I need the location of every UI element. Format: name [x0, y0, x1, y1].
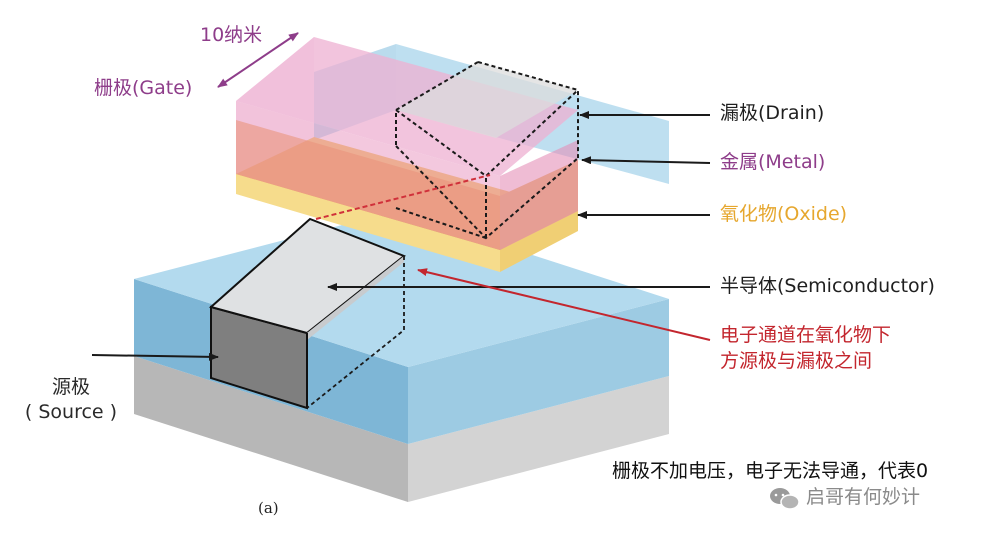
metal-leader [581, 156, 711, 165]
watermark-text: 启哥有何妙计 [806, 486, 921, 508]
source-hidden-edges [306, 256, 405, 409]
gate-length-label: 10纳米 [200, 24, 263, 46]
gate-length-arrow [217, 32, 299, 88]
gate-block [236, 37, 578, 250]
wechat-icon [770, 488, 800, 510]
source-label-line1: 源极 [51, 376, 90, 398]
drain-block [395, 61, 579, 240]
source-leader [91, 352, 219, 361]
channel-leader [417, 268, 711, 341]
drain-label: 漏极(Drain) [720, 102, 825, 124]
figure-caption: (a) [258, 499, 279, 517]
semiconductor-label: 半导体(Semiconductor) [720, 275, 935, 297]
channel-dashed-line [315, 174, 491, 220]
gate-label: 栅极(Gate) [94, 77, 193, 99]
oxide-label: 氧化物(Oxide) [720, 203, 848, 225]
channel-label-line2: 方源极与漏极之间 [720, 350, 873, 372]
channel-label-line1: 电子通道在氧化物下 [720, 324, 892, 346]
logic-zero-note: 栅极不加电压，电子无法导通，代表0 [612, 460, 929, 482]
substrate-block [134, 356, 669, 502]
source-label-line2: ( Source ) [24, 401, 118, 423]
metal-label: 金属(Metal) [720, 151, 826, 173]
